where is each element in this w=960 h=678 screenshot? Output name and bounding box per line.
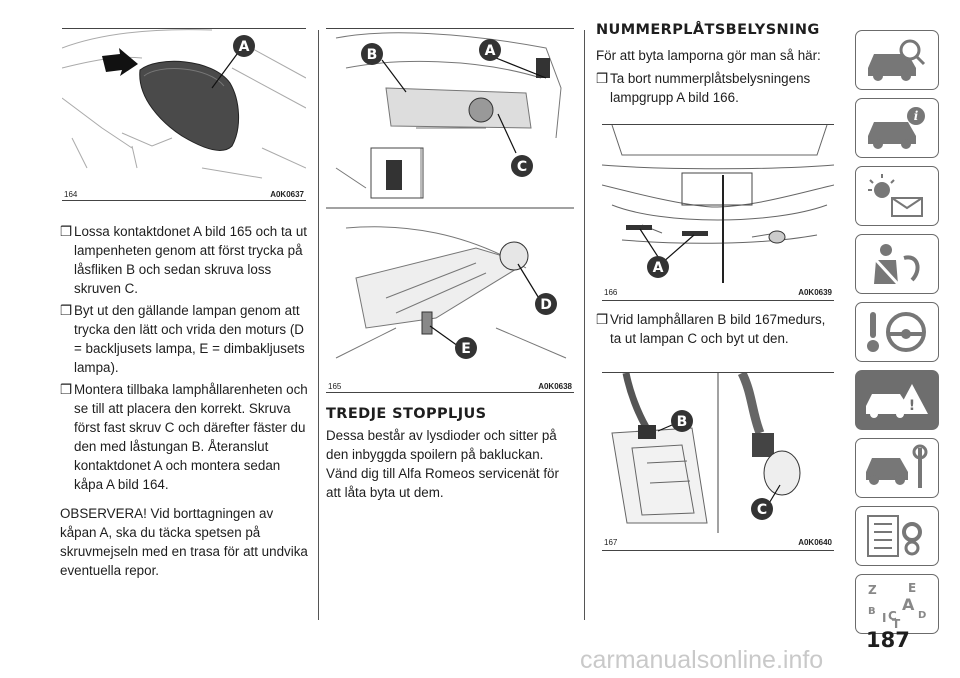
tab-technical-data[interactable] [855, 506, 939, 566]
svg-text:D: D [918, 610, 926, 621]
bullet-item: ❒Byt ut den gällande lampan genom att tr… [60, 303, 305, 375]
figure-164-caption: 164 A0K0637 [64, 190, 304, 199]
checklist-gear-icon [867, 515, 922, 557]
checkbox-icon: ❒ [596, 71, 609, 86]
label-a: A [653, 260, 664, 276]
car-search-icon [868, 39, 926, 81]
car-warning-icon: ! [866, 384, 928, 418]
section-heading-license-plate-light: NUMMERPLÅTSBELYSNING [596, 22, 820, 38]
page-number: 187 [866, 628, 910, 652]
svg-text:!: ! [909, 398, 915, 414]
label-b: B [677, 414, 688, 430]
bullet-item: ❒Montera tillbaka lamphållarenheten och … [60, 382, 308, 492]
svg-text:E: E [908, 581, 916, 595]
tab-safety-info[interactable]: i [855, 98, 939, 158]
figure-164-illustration: A [62, 29, 306, 179]
cover-a-shape [139, 60, 240, 151]
figure-167-illustration: B C [611, 373, 801, 533]
intro-text: För att byta lamporna gör man så här: [596, 48, 821, 63]
figure-167: B C 167 A0K0640 [602, 372, 834, 551]
third-brake-light-text: Dessa består av lysdioder och sitter på … [326, 428, 559, 500]
figure-number: 164 [64, 190, 78, 199]
tab-maintenance[interactable] [855, 438, 939, 498]
checkbox-icon: ❒ [60, 382, 73, 397]
tab-airbag-safety[interactable] [855, 234, 939, 294]
figure-166-illustration: A [602, 125, 834, 283]
car-info-icon: i [868, 107, 925, 149]
checkbox-icon: ❒ [60, 224, 73, 239]
label-b: B [367, 47, 378, 63]
label-e: E [461, 341, 471, 357]
section-heading-third-brake-light: TREDJE STOPPLJUS [326, 406, 487, 422]
label-d: D [540, 297, 552, 313]
figure-165-caption: 165 A0K0638 [328, 382, 572, 391]
figure-166: A 166 A0K0639 [602, 124, 834, 301]
svg-text:i: i [914, 109, 919, 123]
figure-number: 166 [604, 288, 618, 297]
tab-warning-lights[interactable] [855, 166, 939, 226]
svg-text:Z: Z [868, 583, 877, 597]
bullet-item: ❒Vrid lamphållaren B bild 167medurs, ta … [596, 312, 826, 346]
checkbox-icon: ❒ [60, 303, 73, 318]
label-a: A [239, 39, 250, 55]
column-divider [318, 30, 319, 620]
figure-code: A0K0640 [798, 538, 832, 547]
svg-text:A: A [902, 595, 915, 614]
svg-text:T: T [892, 617, 901, 628]
tab-emergency[interactable]: ! [855, 370, 939, 430]
bullet-item: ❒Lossa kontaktdonet A bild 165 och ta ut… [60, 224, 308, 296]
light-mail-icon [868, 174, 923, 217]
figure-number: 167 [604, 538, 618, 547]
note-text: OBSERVERA! Vid borttagningen av kåpan A,… [60, 506, 308, 578]
checkbox-icon: ❒ [596, 312, 609, 327]
figure-code: A0K0638 [538, 382, 572, 391]
watermark: carmanualsonline.info [580, 646, 824, 674]
arrow-icon [102, 48, 138, 76]
figure-code: A0K0639 [798, 288, 832, 297]
col1-body: ❒Lossa kontaktdonet A bild 165 och ta ut… [60, 222, 312, 580]
seatbelt-person-icon [874, 244, 920, 286]
figure-164: A 164 A0K0637 [62, 0, 306, 201]
bullet-item: ❒Ta bort nummerplåtsbelysningens lampgru… [596, 71, 811, 105]
svg-text:I: I [882, 611, 886, 625]
steering-wheel-key-icon [867, 312, 926, 352]
figure-166-caption: 166 A0K0639 [604, 288, 832, 297]
figure-code: A0K0637 [270, 190, 304, 199]
svg-text:C: C [888, 609, 897, 623]
figure-number: 165 [328, 382, 342, 391]
tab-driving[interactable] [855, 302, 939, 362]
col3-bullet2-block: ❒Vrid lamphållaren B bild 167medurs, ta … [596, 310, 836, 351]
label-c: C [757, 502, 767, 518]
car-wrench-icon [866, 444, 928, 488]
figure-165: B A C D E 165 A0K0638 [326, 0, 574, 393]
figure-165-illustration: B A C D E [326, 32, 574, 359]
svg-text:B: B [868, 606, 876, 617]
label-c: C [517, 159, 527, 175]
column-divider [584, 30, 585, 620]
tab-dashboard[interactable] [855, 30, 939, 90]
col3-intro-block: För att byta lamporna gör man så här: ❒T… [596, 46, 836, 110]
figure-167-caption: 167 A0K0640 [604, 538, 832, 547]
label-a: A [485, 43, 496, 59]
